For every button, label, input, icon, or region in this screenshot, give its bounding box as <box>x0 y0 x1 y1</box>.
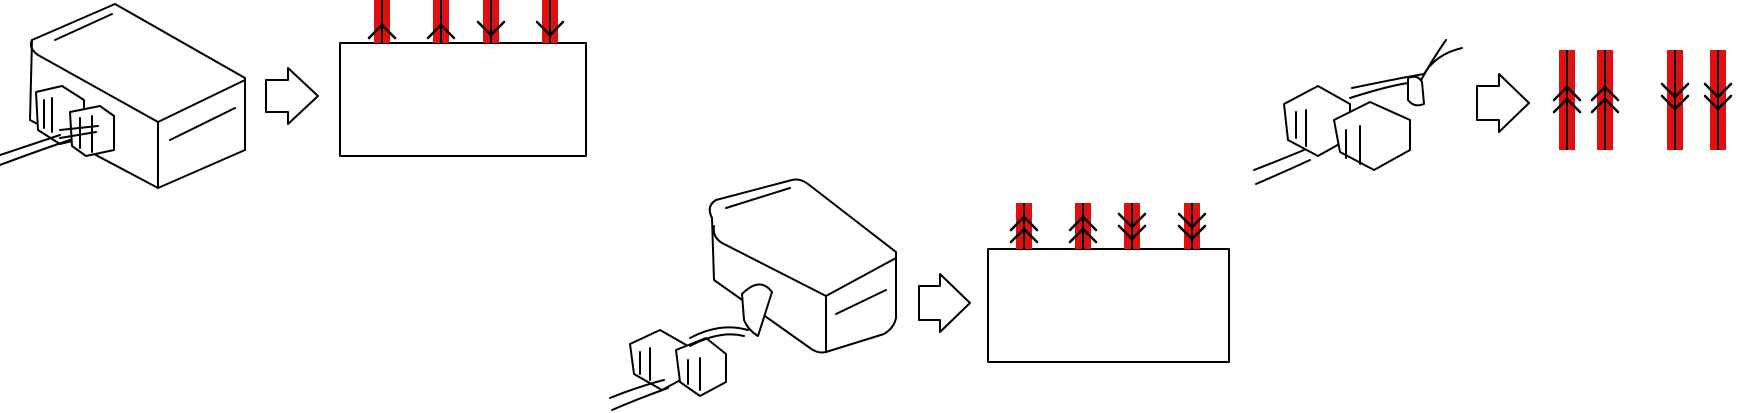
wire-arrow-icon <box>1703 50 1733 150</box>
terminal-wires <box>1009 203 1207 249</box>
terminal-wires <box>367 0 565 43</box>
panel-2 <box>609 178 1230 411</box>
connector-icon <box>1253 39 1463 185</box>
wire-arrow-icon <box>535 0 565 43</box>
relay-box-icon <box>708 178 897 354</box>
wire-arrow-icon <box>476 0 506 43</box>
wire-arrow-icon <box>367 0 397 43</box>
right-arrow-icon <box>918 273 971 333</box>
terminal-block <box>339 42 587 157</box>
wire-arrow-icon <box>1177 203 1207 249</box>
wire-arrow-icon <box>426 0 456 43</box>
wire-arrow-icon <box>1068 203 1098 249</box>
wire-arrow-icon <box>1590 50 1620 150</box>
wire-arrow-icon <box>1117 203 1147 249</box>
connector-icon <box>0 85 115 166</box>
panel-1 <box>0 0 587 189</box>
wire-arrow-icon <box>1660 50 1690 150</box>
wire-arrow-icon <box>1552 50 1582 150</box>
connector-icon <box>609 326 749 411</box>
right-arrow-icon <box>265 67 319 125</box>
right-arrow-icon <box>1476 73 1530 133</box>
terminal-block <box>987 248 1230 363</box>
panel-3 <box>1253 39 1733 185</box>
terminal-wires <box>1552 50 1733 150</box>
wire-arrow-icon <box>1009 203 1039 249</box>
